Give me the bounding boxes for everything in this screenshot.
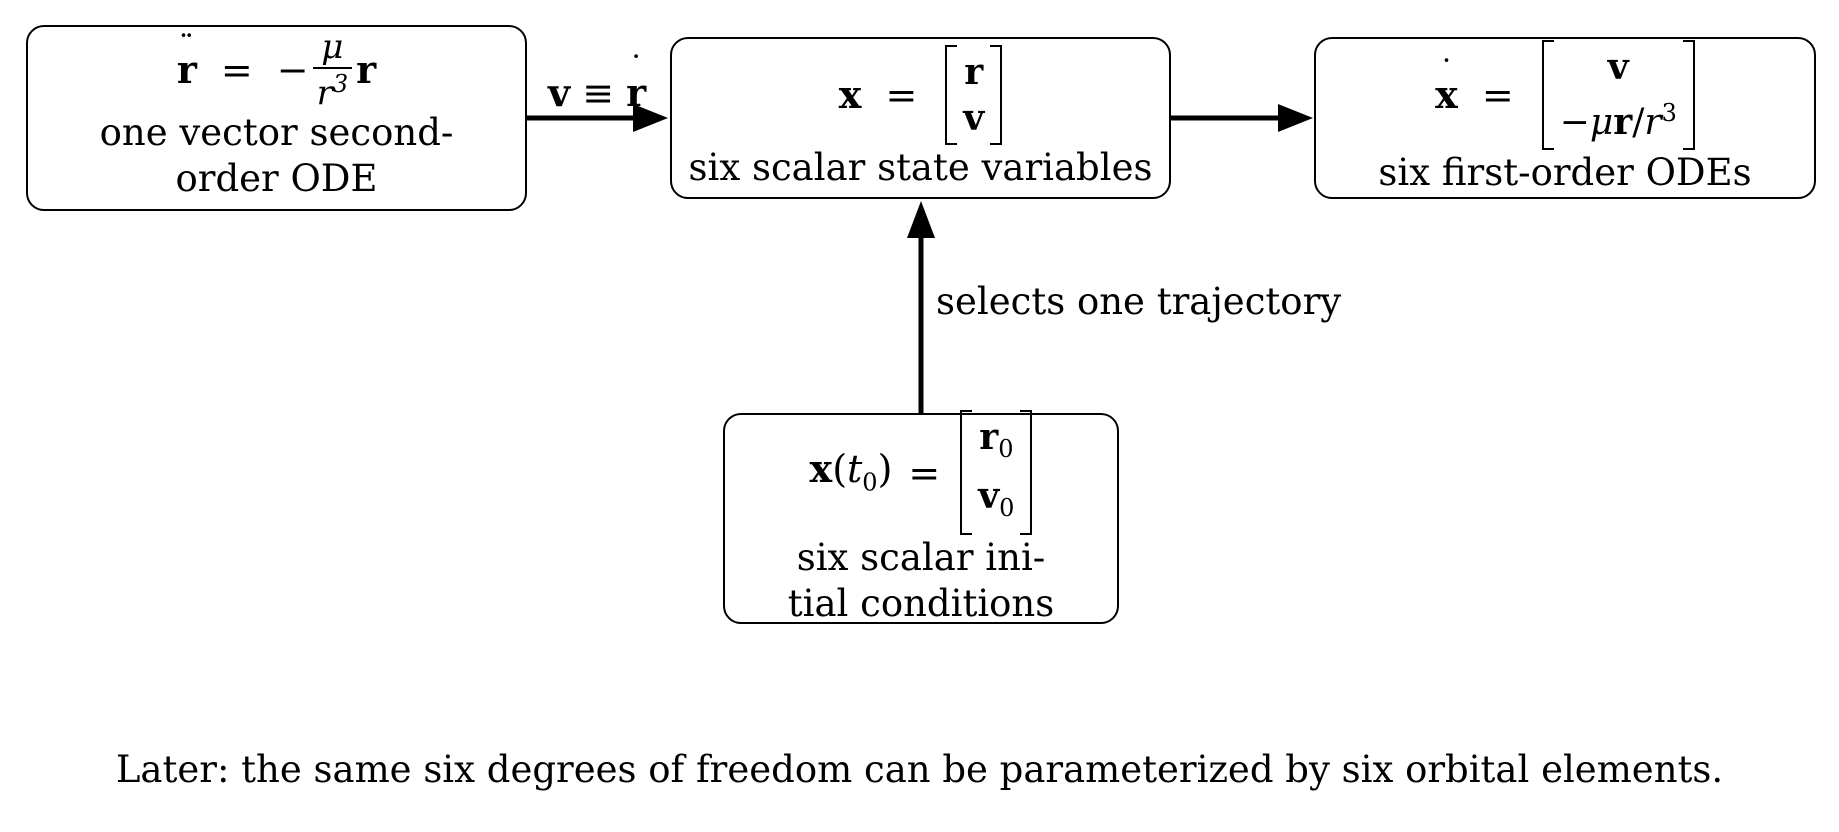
equals-sign: = xyxy=(885,73,918,117)
mu-over-r-cubed: μ r3 xyxy=(312,30,353,110)
arrow-initial-to-state xyxy=(907,201,935,413)
x-of-t0: x(t0) xyxy=(809,446,893,497)
first-order-equation: ˙x = v −μr/r3 xyxy=(1435,40,1695,150)
r-double-dot: ¨r xyxy=(176,30,197,92)
equals-sign: = xyxy=(1481,73,1514,117)
arrow-second-to-state xyxy=(527,104,668,132)
initial-matrix: r0 v0 xyxy=(960,410,1033,535)
equals-sign: = xyxy=(220,47,253,92)
r-vector: r xyxy=(356,46,377,92)
x-vector: x xyxy=(838,72,862,117)
state-equation: x = r v xyxy=(838,45,1003,145)
initial-equation: x(t0) = r0 v0 xyxy=(809,410,1033,535)
first-order-description: six first-order ODEs xyxy=(1378,151,1752,194)
equals-sign: = xyxy=(908,450,941,495)
initial-description: six scalar ini- tial conditions xyxy=(787,535,1055,625)
state-description: six scalar state variables xyxy=(688,146,1153,189)
derivative-matrix: v −μr/r3 xyxy=(1541,40,1695,150)
velocity-definition-label: v ≡ ˙r xyxy=(548,52,647,115)
second-order-ode-box: ¨r = − μ r3 r one vector second- order O… xyxy=(26,25,527,211)
state-matrix: r v xyxy=(945,45,1003,145)
state-vector-box: x = r v six scalar state variables xyxy=(670,37,1171,199)
first-order-odes-box: ˙x = v −μr/r3 six first-order ODEs xyxy=(1314,37,1816,199)
initial-conditions-box: x(t0) = r0 v0 six scalar ini- tial condi… xyxy=(723,410,1119,625)
second-order-equation: ¨r = − μ r3 r xyxy=(177,30,376,110)
x-dot: ˙x xyxy=(1435,56,1458,117)
selects-trajectory-label: selects one trajectory xyxy=(936,280,1342,323)
minus-sign: − xyxy=(276,47,309,92)
arrow-state-to-first xyxy=(1171,104,1313,132)
second-order-description: one vector second- order ODE xyxy=(99,111,454,201)
figure-caption: Later: the same six degrees of freedom c… xyxy=(115,748,1724,791)
